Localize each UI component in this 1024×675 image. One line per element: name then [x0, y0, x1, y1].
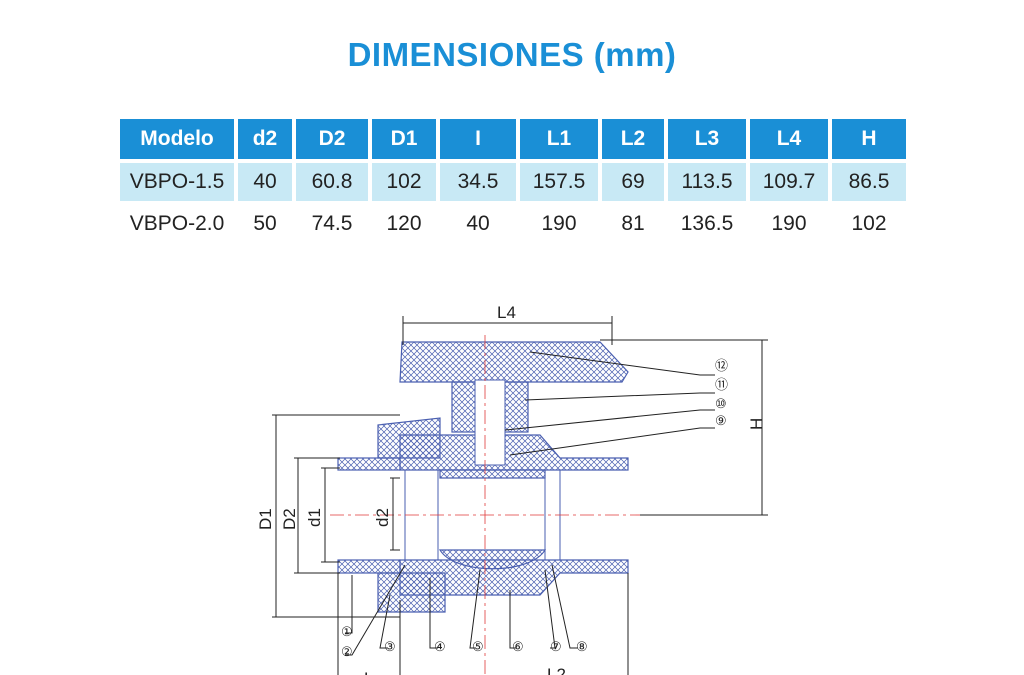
callout-8: ⑧ — [576, 639, 588, 654]
callout-12: ⑫ — [715, 358, 728, 373]
callout-numbers: ⑫ ⑪ ⑩ ⑨ ① ② ③ ④ ⑤ ⑥ ⑦ ⑧ — [341, 358, 728, 659]
callout-2: ② — [341, 644, 353, 659]
header-modelo: Modelo — [120, 119, 234, 159]
label-d2: d2 — [373, 508, 392, 527]
table-row: VBPO-1.5 40 60.8 102 34.5 157.5 69 113.5… — [120, 163, 906, 201]
cell: 136.5 — [680, 212, 734, 235]
header-D1: D1 — [372, 119, 436, 159]
cell: VBPO-1.5 — [120, 163, 234, 201]
callout-3: ③ — [384, 639, 396, 654]
header-L1: L1 — [520, 119, 598, 159]
callout-4: ④ — [434, 639, 446, 654]
dimensions-table: Modelo d2 D2 D1 I L1 L2 L3 L4 H VBPO-1.5… — [116, 115, 910, 247]
header-L2: L2 — [602, 119, 664, 159]
dimension-labels: L4 H D1 D2 d1 d2 L L2 — [256, 303, 766, 675]
header-D2: D2 — [296, 119, 368, 159]
cell: 81 — [621, 212, 645, 235]
cell: 40 — [238, 163, 292, 201]
callout-7: ⑦ — [550, 639, 562, 654]
valve-body — [337, 341, 629, 613]
centerlines — [330, 335, 640, 675]
label-L4: L4 — [497, 303, 516, 322]
cell: 102 — [372, 163, 436, 201]
label-D1: D1 — [256, 508, 275, 530]
table-header-row: Modelo d2 D2 D1 I L1 L2 L3 L4 H — [120, 119, 906, 159]
label-d1: d1 — [305, 508, 324, 527]
label-L2: L2 — [547, 665, 566, 675]
header-L3: L3 — [668, 119, 746, 159]
cell: 40 — [466, 212, 490, 235]
header-I: I — [440, 119, 516, 159]
header-H: H — [832, 119, 906, 159]
callout-9: ⑨ — [715, 413, 727, 428]
dimension-lines — [272, 316, 768, 675]
cell: 74.5 — [311, 212, 353, 235]
callout-5: ⑤ — [472, 639, 484, 654]
cell: 60.8 — [296, 163, 368, 201]
cell: 50 — [253, 212, 277, 235]
label-L: L — [364, 669, 373, 675]
cell: 157.5 — [520, 163, 598, 201]
table-row: VBPO-2.0 50 74.5 120 40 190 81 136.5 190… — [120, 205, 906, 243]
cell: 109.7 — [750, 163, 828, 201]
label-H: H — [747, 418, 766, 430]
header-d2: d2 — [238, 119, 292, 159]
cell: 102 — [851, 212, 887, 235]
cell: 34.5 — [440, 163, 516, 201]
cell: 69 — [602, 163, 664, 201]
callout-6: ⑥ — [512, 639, 524, 654]
cell: 120 — [386, 212, 422, 235]
callout-10: ⑩ — [715, 396, 727, 411]
callout-1: ① — [341, 624, 353, 639]
page-title: DIMENSIONES (mm) — [347, 36, 677, 73]
cell: 86.5 — [832, 163, 906, 201]
cell: 190 — [771, 212, 807, 235]
header-L4: L4 — [750, 119, 828, 159]
cell: VBPO-2.0 — [129, 212, 225, 235]
callout-11: ⑪ — [715, 377, 728, 392]
label-D2: D2 — [280, 508, 299, 530]
cell: 190 — [541, 212, 577, 235]
cell: 113.5 — [668, 163, 746, 201]
